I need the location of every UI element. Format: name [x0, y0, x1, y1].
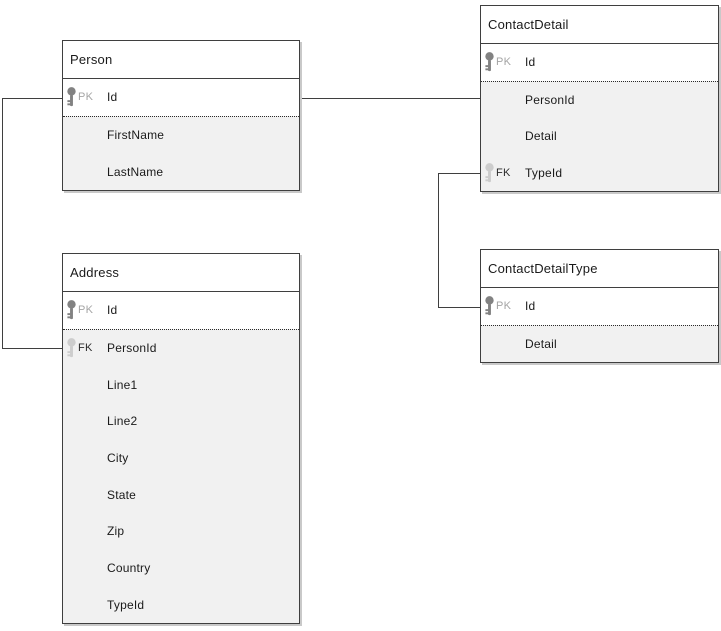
column-name: Zip: [107, 524, 125, 539]
key-label: PK: [78, 304, 94, 317]
column-name: Country: [107, 561, 151, 576]
entity-contactdetailtype[interactable]: ContactDetailType PK Id: [480, 249, 719, 363]
primary-key-icon: [66, 87, 77, 107]
connector-person-address-vertical-segment[interactable]: [2, 98, 3, 349]
key-label: FK: [496, 166, 511, 179]
entity-address[interactable]: Address PK Id: [62, 253, 300, 624]
entity-address-columns: PK Id FK PersonId: [63, 292, 299, 624]
column-row-contactdetailtype-id: PK Id: [481, 288, 718, 325]
entity-contactdetail-title: ContactDetail: [481, 6, 718, 44]
column-name: PersonId: [107, 341, 157, 355]
column-name: City: [107, 451, 129, 466]
key-label: PK: [496, 56, 512, 69]
column-name: PersonId: [525, 92, 575, 107]
entity-address-title: Address: [63, 254, 299, 292]
column-row-contactdetail-id: PK Id: [481, 44, 718, 81]
entity-contactdetailtype-title: ContactDetailType: [481, 250, 718, 288]
column-name: Detail: [525, 336, 557, 351]
entity-person[interactable]: Person PK Id: [62, 40, 300, 191]
column-row-address-state: State: [63, 476, 299, 514]
column-row-contactdetail-typeid: FK TypeId: [481, 154, 718, 191]
column-name: TypeId: [525, 165, 563, 180]
column-row-address-personid: FK PersonId: [63, 328, 299, 367]
entity-contactdetailtype-columns: PK Id Detail: [481, 288, 718, 362]
connector-contactdetail-type-bottom-segment[interactable]: [438, 307, 480, 308]
primary-key-icon: [484, 52, 495, 72]
column-name: Line2: [107, 414, 138, 429]
column-row-contactdetail-detail: Detail: [481, 118, 718, 155]
primary-key-icon: [66, 300, 77, 320]
column-row-contactdetail-personid: PersonId: [481, 80, 718, 118]
column-name: TypeId: [107, 597, 145, 612]
column-row-address-id: PK Id: [63, 292, 299, 329]
connector-contactdetail-type-top-segment[interactable]: [438, 173, 480, 174]
entity-person-title: Person: [63, 41, 299, 79]
key-label: PK: [78, 91, 94, 104]
key-label: PK: [496, 300, 512, 313]
column-name: Id: [107, 90, 118, 105]
entity-contactdetail[interactable]: ContactDetail PK Id: [480, 5, 719, 192]
keyzone: PK: [481, 52, 525, 72]
connector-contactdetail-type-vertical-segment[interactable]: [438, 173, 439, 308]
column-name: Detail: [525, 129, 557, 144]
column-name: State: [107, 487, 137, 502]
column-row-address-zip: Zip: [63, 513, 299, 550]
column-name: Id: [525, 55, 536, 70]
connector-person-address-bottom-segment[interactable]: [2, 348, 62, 349]
primary-key-icon: [484, 296, 495, 316]
entity-contactdetail-columns: PK Id PersonId Detail: [481, 44, 718, 191]
column-name: Id: [107, 303, 118, 318]
column-row-address-line2: Line2: [63, 403, 299, 440]
keyzone: PK: [63, 87, 107, 107]
column-row-address-typeid: TypeId: [63, 586, 299, 624]
column-name: LastName: [107, 164, 164, 179]
entity-person-columns: PK Id FirstName LastName: [63, 79, 299, 191]
column-row-person-id: PK Id: [63, 79, 299, 116]
column-row-address-country: Country: [63, 549, 299, 587]
column-name: FirstName: [107, 128, 165, 142]
column-name: Line1: [107, 377, 138, 392]
key-label: FK: [78, 342, 93, 354]
keyzone: PK: [63, 300, 107, 320]
column-row-contactdetailtype-detail: Detail: [481, 324, 718, 362]
column-row-person-firstname: FirstName: [63, 115, 299, 154]
keyzone: FK: [481, 162, 525, 183]
keyzone: FK: [63, 338, 107, 358]
column-row-address-city: City: [63, 439, 299, 477]
column-row-address-line1: Line1: [63, 366, 299, 404]
keyzone: PK: [481, 296, 525, 316]
connector-person-address-top-segment[interactable]: [2, 98, 62, 99]
foreign-key-icon: [66, 338, 77, 358]
foreign-key-icon: [484, 162, 495, 183]
column-name: Id: [525, 299, 536, 314]
column-row-person-lastname: LastName: [63, 153, 299, 191]
connector-person-contactdetail-line[interactable]: [300, 98, 480, 99]
